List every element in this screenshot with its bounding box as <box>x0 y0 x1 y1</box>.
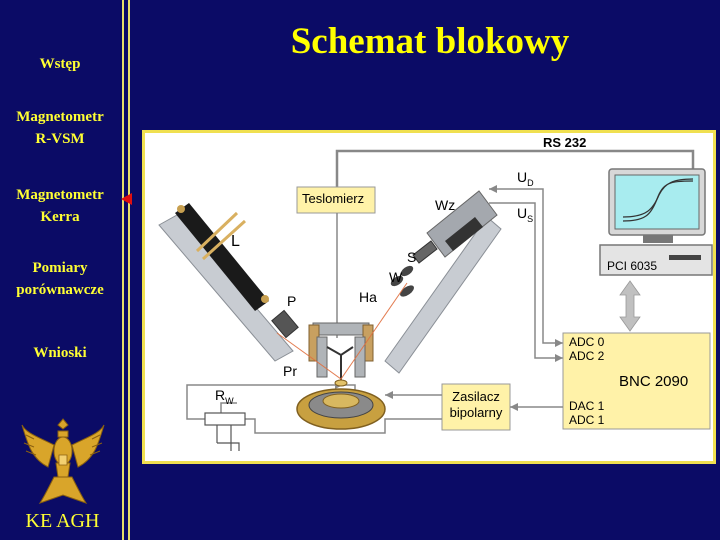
us-label-main: U <box>517 205 528 221</box>
nav-item-pomiary-porownawcze[interactable]: Pomiary porównawcze <box>0 257 120 301</box>
active-nav-marker-icon <box>121 193 132 205</box>
laser-body <box>175 203 269 311</box>
rw-label: RW <box>215 387 234 406</box>
wz-label: Wz <box>435 197 456 213</box>
rw-label-sub: W <box>225 395 234 406</box>
adc0-label: ADC 0 <box>569 335 605 349</box>
nav-item-label: Magnetometr <box>16 187 104 203</box>
nav-item-wnioski[interactable]: Wnioski <box>0 342 120 364</box>
laser-rail <box>158 214 294 362</box>
us-label-sub: S <box>527 213 534 224</box>
pci-label: PCI 6035 <box>607 259 658 273</box>
power-loop <box>220 402 442 434</box>
us-line <box>489 202 563 359</box>
eagle-logo-icon <box>21 418 105 504</box>
ud-label-main: U <box>517 169 528 185</box>
footer-text: KE AGH <box>25 510 100 532</box>
detector-rail <box>384 216 502 374</box>
ha-label: Ha <box>359 289 377 305</box>
s-label: S <box>407 249 417 265</box>
ud-label: UD <box>517 169 534 188</box>
nav-item-label: Wnioski <box>33 345 87 361</box>
adc1-label: ADC 1 <box>569 413 605 427</box>
p-label: P <box>287 293 297 309</box>
teslomierz-box <box>296 186 376 214</box>
zasilacz-box <box>441 383 511 431</box>
divider-line-left <box>122 0 124 540</box>
zasilacz-label: Zasilacz bipolarny <box>448 389 504 421</box>
nav-item-label: R-VSM <box>35 131 85 147</box>
nav-item-wstep[interactable]: Wstęp <box>0 53 120 75</box>
ud-label-sub: D <box>527 177 534 188</box>
zasilacz-label-line2: bipolarny <box>449 405 503 420</box>
rs232-label: RS 232 <box>543 135 587 150</box>
rw-label-main: R <box>215 387 226 403</box>
nav-item-label: Magnetometr <box>16 109 104 125</box>
magnet-frame <box>312 322 370 336</box>
detector-body <box>426 190 498 258</box>
zasilacz-label-line1: Zasilacz <box>452 389 500 404</box>
nav-item-magnetometr-rvsm[interactable]: Magnetometr R-VSM <box>0 106 120 150</box>
nav-item-label: Wstęp <box>39 56 81 72</box>
teslomierz-label: Teslomierz <box>302 191 365 206</box>
diagram-drawing <box>158 149 713 451</box>
nav-item-magnetometr-kerra[interactable]: Magnetometr Kerra <box>0 184 120 228</box>
dac1-label: DAC 1 <box>569 399 605 413</box>
w-label: W <box>389 269 403 285</box>
us-label: US <box>517 205 533 224</box>
pci-bnc-arrow <box>619 280 641 332</box>
nav-item-label: porównawcze <box>16 282 104 298</box>
rw-resistor <box>204 412 246 426</box>
slide-title: Schemat blokowy <box>290 21 570 62</box>
bnc-label: BNC 2090 <box>619 373 689 390</box>
adc2-label: ADC 2 <box>569 349 605 363</box>
nav-item-label: Kerra <box>40 209 80 225</box>
block-diagram: RS 232 Teslomierz UD US Wz S W L P Ha Pr… <box>142 130 716 464</box>
laser-beam <box>276 282 408 380</box>
divider-line-right <box>128 0 130 540</box>
pr-label: Pr <box>283 363 297 379</box>
nav-item-label: Pomiary <box>32 260 88 276</box>
bnc-2090-box <box>562 332 711 430</box>
rs232-line <box>335 149 695 195</box>
ud-line <box>489 188 563 344</box>
l-label: L <box>231 233 240 250</box>
